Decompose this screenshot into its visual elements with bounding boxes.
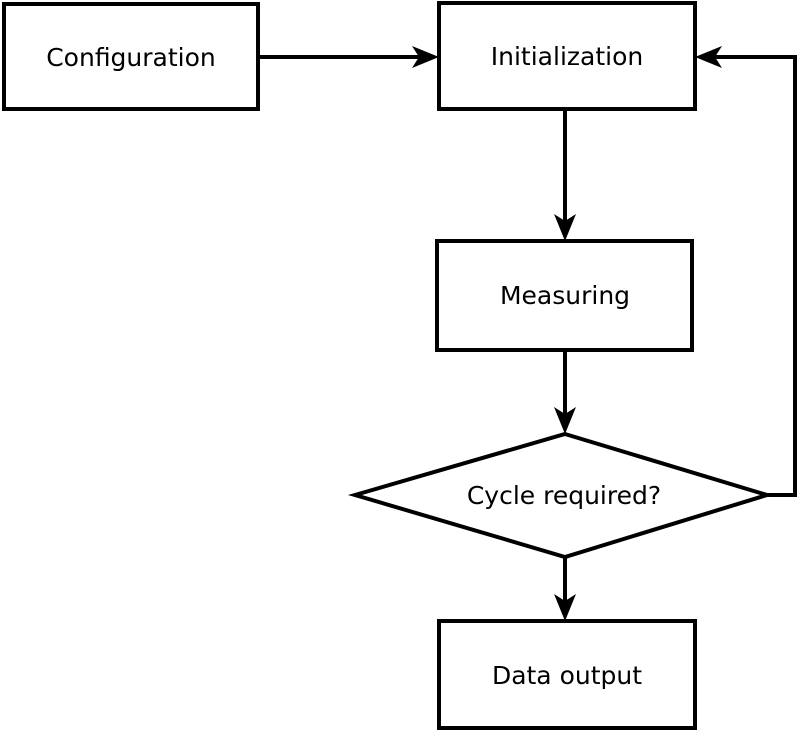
node-initialization: [437, 1, 697, 111]
node-cycle-required: [347, 431, 774, 560]
arrowhead-into-initialization-left: [412, 46, 439, 68]
node-data-output: [437, 619, 697, 730]
label-group: Configuration Initialization Measuring C…: [46, 42, 661, 690]
arrowhead-group: [412, 46, 722, 621]
node-configuration-label: Configuration: [46, 43, 216, 72]
node-group: [2, 1, 774, 730]
arrowhead-into-initialization-right: [695, 46, 722, 68]
arrowhead-into-measuring-top: [554, 214, 576, 241]
edge-group: [258, 55, 797, 616]
node-initialization-label: Initialization: [491, 42, 643, 71]
node-data-output-label: Data output: [492, 661, 642, 690]
node-cycle-required-label: Cycle required?: [467, 481, 661, 510]
arrowhead-into-data-output-top: [554, 594, 576, 621]
edge-cycle-required-to-initialization-feedback: [700, 55, 797, 497]
node-measuring-label: Measuring: [500, 281, 630, 310]
arrowhead-into-cycle-required-top: [554, 407, 576, 434]
node-configuration: [2, 2, 260, 111]
node-measuring: [435, 239, 694, 352]
